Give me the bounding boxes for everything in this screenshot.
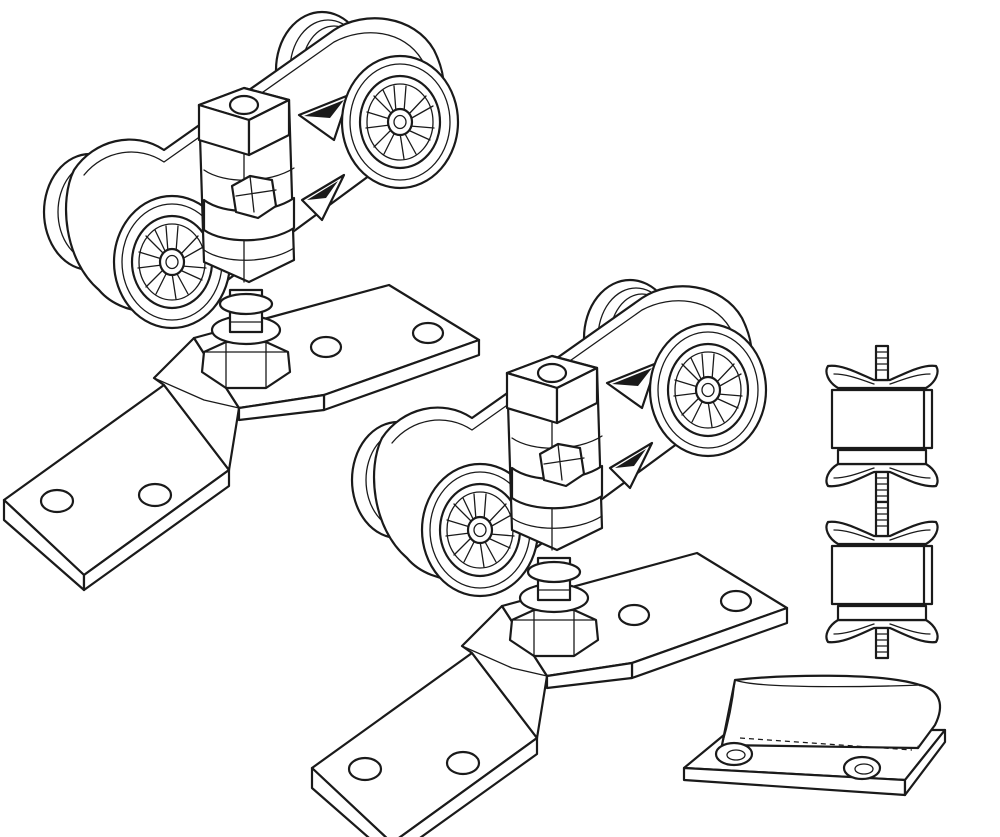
floor-guide <box>682 674 947 797</box>
wing-nut-stopper-2 <box>825 500 939 660</box>
wing-nut-stopper-1 <box>825 344 939 504</box>
